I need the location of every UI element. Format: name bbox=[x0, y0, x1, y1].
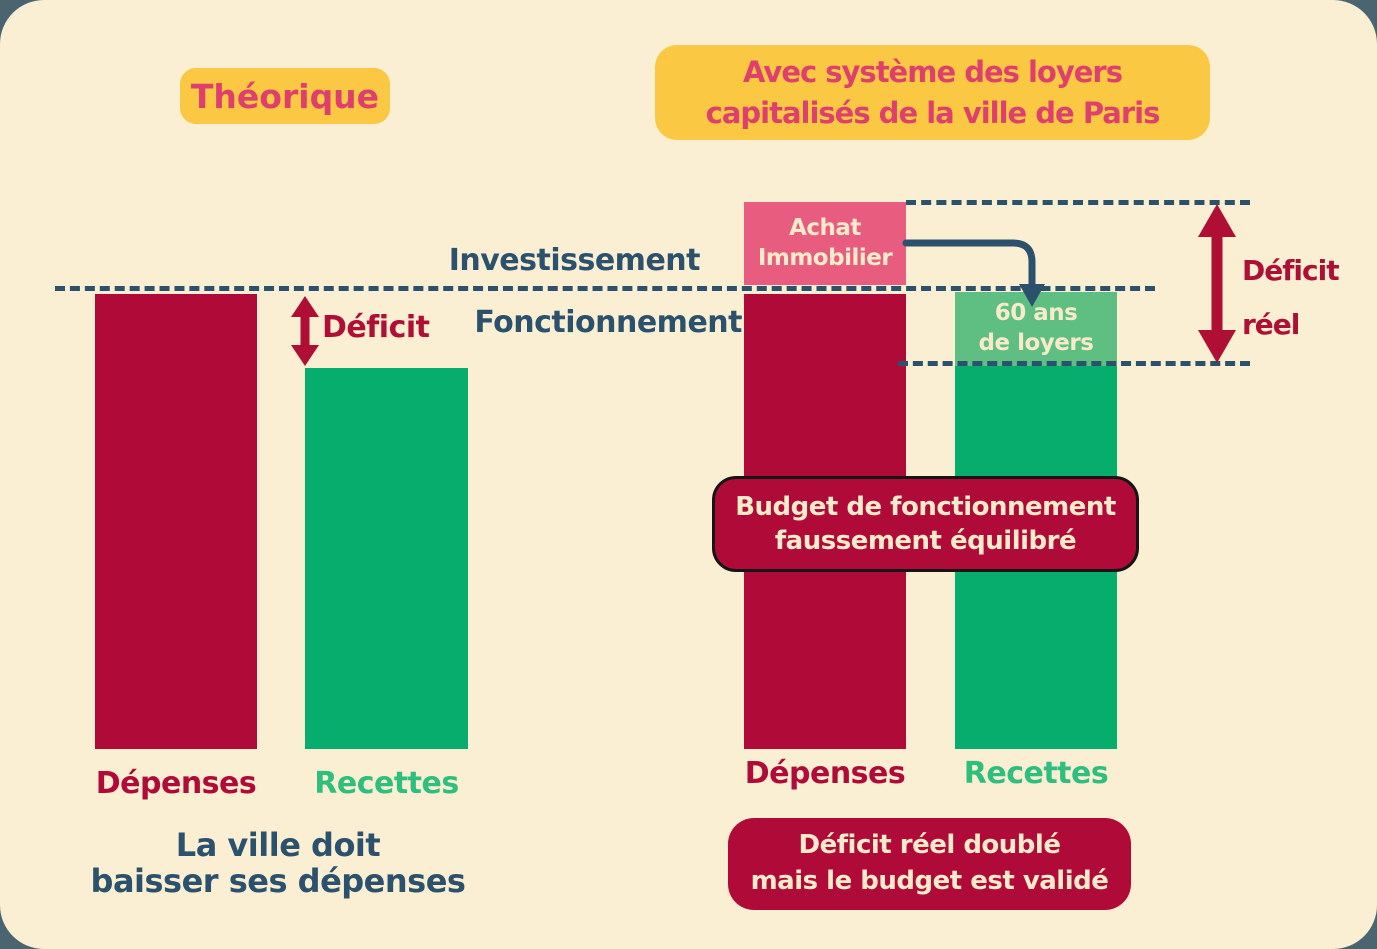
60-ans-de-loyers-box: 60 ans de loyers bbox=[955, 292, 1117, 366]
fonctionnement-axis-label: Fonctionnement bbox=[474, 305, 742, 340]
theoretical-title: Théorique bbox=[190, 76, 380, 116]
paris-depenses-label: Dépenses bbox=[744, 756, 906, 791]
achat-immobilier-box: Achat Immobilier bbox=[744, 202, 906, 285]
budget-fonctionnement-badge: Budget de fonctionnement faussement équi… bbox=[712, 476, 1139, 572]
deficit-arrow bbox=[291, 296, 319, 366]
theoretical-recettes-bar bbox=[305, 368, 468, 749]
deficit-reel-arrow bbox=[1198, 204, 1236, 363]
theoretical-title-badge: Théorique bbox=[180, 68, 390, 124]
investissement-axis-label: Investissement bbox=[448, 243, 701, 278]
investissement-fonctionnement-dashed-line bbox=[55, 286, 1155, 291]
deficit-label: Déficit bbox=[322, 310, 430, 345]
theoretical-recettes-label: Recettes bbox=[314, 766, 459, 801]
paris-system-title: Avec système des loyers capitalisés de l… bbox=[705, 55, 1161, 130]
theoretical-depenses-label: Dépenses bbox=[95, 766, 257, 801]
theoretical-depenses-bar bbox=[95, 294, 257, 749]
deficit-double-badge: Déficit réel doublé mais le budget est v… bbox=[728, 818, 1131, 910]
deficit-reel-bottom-dashed-line bbox=[898, 361, 1250, 366]
paris-recettes-label: Recettes bbox=[963, 756, 1109, 791]
deficit-reel-top-dashed-line bbox=[906, 200, 1250, 205]
deficit-reel-label: Déficit réel bbox=[1242, 254, 1340, 342]
left-conclusion-caption: La ville doit baisser ses dépenses bbox=[90, 826, 466, 900]
paris-system-title-badge: Avec système des loyers capitalisés de l… bbox=[655, 45, 1210, 140]
